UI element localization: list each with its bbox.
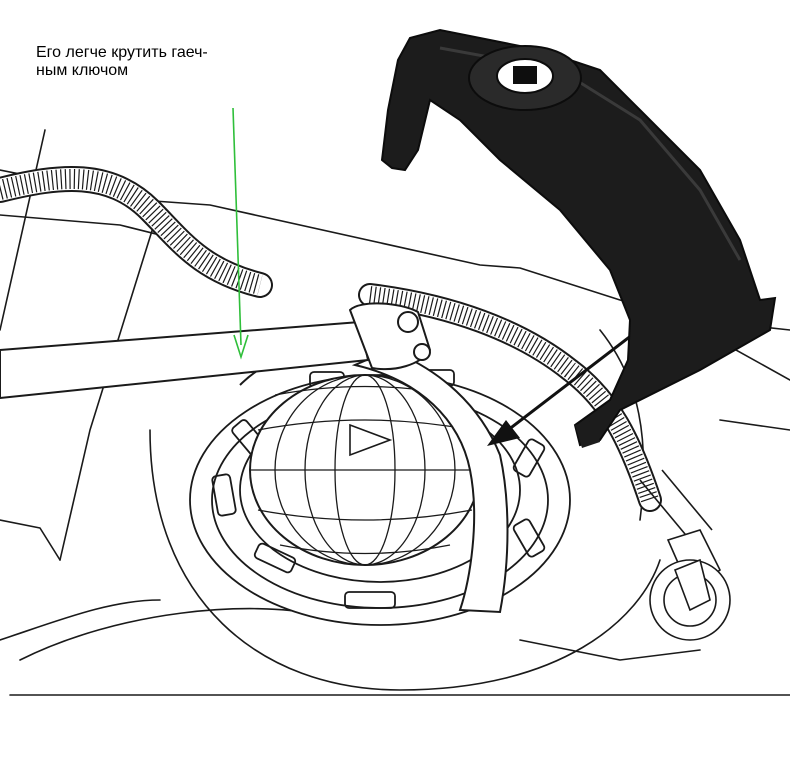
- pump-globe: [249, 374, 481, 566]
- fuel-hose-right: [358, 283, 662, 512]
- black-arrow-pointer-icon: [487, 330, 637, 446]
- caption-text: Его легче крутить гаеч- ным ключом: [36, 44, 286, 80]
- fuel-line-connector: [639, 469, 731, 641]
- caption-line-2: ным ключом: [36, 62, 129, 79]
- fuel-hose-left: [0, 166, 273, 298]
- green-arrow-icon: [232, 107, 249, 360]
- lock-ring-wrench-icon: [380, 28, 777, 448]
- caption-line-1: Его легче крутить гаеч-: [36, 44, 208, 61]
